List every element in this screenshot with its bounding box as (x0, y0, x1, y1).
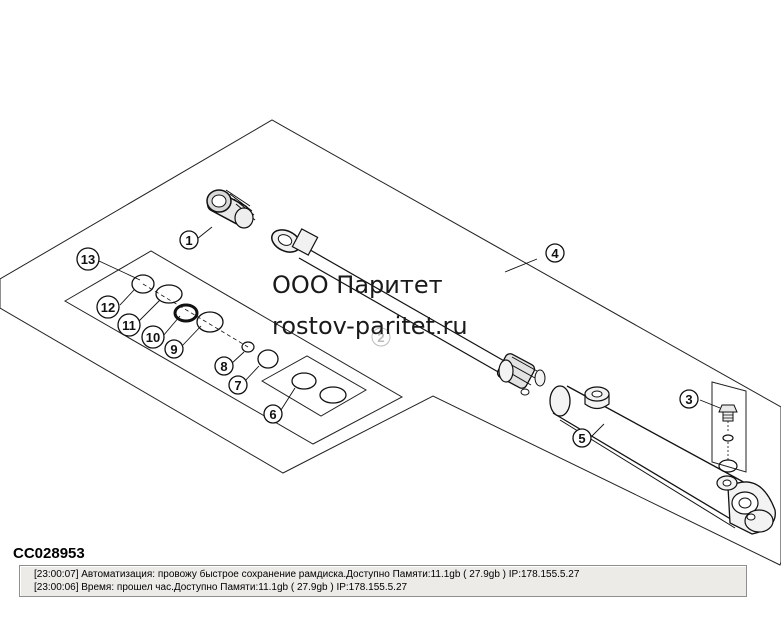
callout-2-label: 2 (377, 330, 384, 345)
callout-2: 2 (371, 327, 391, 347)
callout-10: 10 (141, 325, 165, 349)
callout-13: 13 (76, 247, 100, 271)
callout-3: 3 (679, 389, 699, 409)
seal-kit-outline (64, 250, 404, 445)
callout-6-label: 6 (269, 407, 276, 422)
cylinder-barrel-part (549, 385, 776, 535)
callout-1: 1 (179, 230, 199, 250)
watermark-site: rostov-paritet.ru (272, 312, 468, 340)
callout-12-label: 12 (101, 300, 115, 315)
callout-7-label: 7 (234, 378, 241, 393)
seal-rings (131, 274, 347, 404)
callout-4-label: 4 (551, 246, 559, 261)
callout-8-label: 8 (220, 359, 227, 374)
fitting-part (718, 404, 738, 473)
gland-nut-part (206, 189, 256, 229)
callout-9-label: 9 (170, 342, 177, 357)
callout-11: 11 (117, 313, 141, 337)
callout-10-label: 10 (146, 330, 160, 345)
callout-12: 12 (96, 295, 120, 319)
callout-3-label: 3 (685, 392, 692, 407)
fitting-kit-outline (711, 381, 747, 473)
callout-8: 8 (214, 356, 234, 376)
piston-rod-part (271, 228, 546, 396)
leader-lines (98, 226, 721, 437)
callout-1-label: 1 (185, 233, 192, 248)
callout-7: 7 (228, 375, 248, 395)
callout-13-label: 13 (81, 252, 95, 267)
callout-9: 9 (164, 339, 184, 359)
callout-6: 6 (263, 404, 283, 424)
log-line: [23:00:06] Время: прошел час.Доступно Па… (34, 582, 408, 593)
log-line: [23:00:07] Автоматизация: провожу быстро… (34, 569, 580, 580)
diagram-code-label: CC028953 (13, 545, 85, 562)
watermark-company: ООО Паритет (272, 271, 443, 299)
callout-5-label: 5 (578, 431, 585, 446)
log-panel: [23:00:07] Автоматизация: провожу быстро… (19, 565, 747, 597)
callout-4: 4 (545, 243, 565, 263)
callout-11-label: 11 (122, 318, 136, 333)
oring-kit-outline (260, 355, 368, 417)
assembly-outline (0, 119, 781, 566)
callout-5: 5 (572, 428, 592, 448)
